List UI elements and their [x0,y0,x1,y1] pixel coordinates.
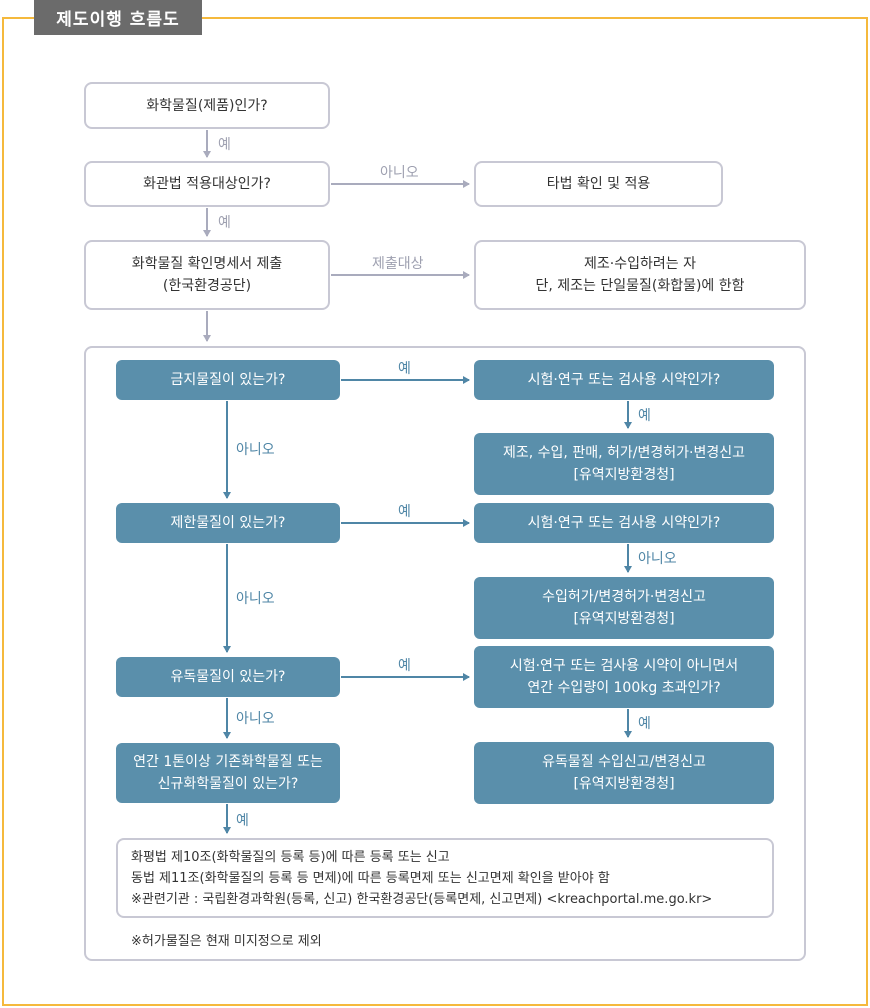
banned-result-box: 제조, 수입, 판매, 허가/변경허가·변경신고 [유역지방환경청] [474,433,774,495]
chemical-question-text: 화학물질(제품)인가? [146,97,268,114]
toxic-result-line1: 유독물질 수입신고/변경신고 [542,754,706,770]
annual-question-box: 연간 1톤이상 기존화학물질 또는 신규화학물질이 있는가? [116,743,340,803]
q2-yes-label: 예 [218,215,231,231]
banned-no-label: 아니오 [236,442,275,458]
annual-question-line2: 신규화학물질이 있는가? [157,776,299,792]
restricted-result-box: 수입허가/변경허가·변경신고 [유역지방환경청] [474,577,774,639]
annual-yes-label: 예 [236,813,249,829]
final-note-box: 화평법 제10조(화학물질의 등록 등)에 따른 등록 또는 신고 동법 제11… [116,838,774,918]
other-law-text: 타법 확인 및 적용 [546,176,651,192]
restricted-check-no-label: 아니오 [638,551,677,567]
restricted-result-line1: 수입허가/변경허가·변경신고 [542,589,706,605]
toxic-check-box: 시험·연구 또는 검사용 시약이 아니면서 연간 수입량이 100kg 초과인가… [474,646,774,708]
banned-yes-label: 예 [398,361,411,377]
toxic-result-box: 유독물질 수입신고/변경신고 [유역지방환경청] [474,742,774,804]
toxic-question-text: 유독물질이 있는가? [170,669,286,685]
toxic-no-label: 아니오 [236,711,275,727]
restricted-no-label: 아니오 [236,591,275,607]
q1-yes-label: 예 [218,137,231,153]
diagram-frame [2,17,868,1006]
banned-question-box: 금지물질이 있는가? [116,360,340,400]
confirmation-submit-line1: 화학물질 확인명세서 제출 [131,256,283,272]
other-law-box: 타법 확인 및 적용 [474,161,723,207]
confirmation-submit-box: 화학물질 확인명세서 제출 (한국환경공단) [84,240,330,310]
banned-check-box: 시험·연구 또는 검사용 시약인가? [474,360,774,400]
banned-result-line2: [유역지방환경청] [573,467,675,483]
footnote: ※허가물질은 현재 미지정으로 제외 [131,934,322,949]
final-note-line3: ※관련기관 : 국립환경과학원(등록, 신고) 한국환경공단(등록면제, 신고면… [131,891,713,907]
banned-question-text: 금지물질이 있는가? [170,372,286,388]
confirmation-submit-line2: (한국환경공단) [162,278,252,294]
final-note-line1: 화평법 제10조(화학물질의 등록 등)에 따른 등록 또는 신고 [131,849,450,865]
toxic-check-yes-label: 예 [638,716,651,732]
restricted-check-text: 시험·연구 또는 검사용 시약인가? [527,515,721,531]
restricted-result-line2: [유역지방환경청] [573,611,675,627]
banned-result-line1: 제조, 수입, 판매, 허가/변경허가·변경신고 [503,445,745,461]
diagram-title: 제도이행 흐름도 [34,0,202,35]
toxic-yes-label: 예 [398,658,411,674]
toxic-result-line2: [유역지방환경청] [573,776,675,792]
toxic-check-line2: 연간 수입량이 100kg 초과인가? [527,680,721,696]
submit-target-line1: 제조·수입하려는 자 [584,256,696,272]
submit-target-line2: 단, 제조는 단일물질(화합물)에 한함 [535,278,745,294]
restricted-question-box: 제한물질이 있는가? [116,503,340,543]
toxic-question-box: 유독물질이 있는가? [116,657,340,697]
annual-question-line1: 연간 1톤이상 기존화학물질 또는 [133,754,323,770]
final-note-line2: 동법 제11조(화학물질의 등록 등 면제)에 따른 등록면제 또는 신고면제 … [131,870,610,886]
chemical-question-box: 화학물질(제품)인가? [84,82,330,129]
banned-check-text: 시험·연구 또는 검사용 시약인가? [527,372,721,388]
chemical-act-question-text: 화관법 적용대상인가? [143,176,271,192]
restricted-yes-label: 예 [398,504,411,520]
q2-no-label: 아니오 [380,165,419,181]
banned-check-yes-label: 예 [638,408,651,424]
restricted-question-text: 제한물질이 있는가? [170,515,286,531]
restricted-check-box: 시험·연구 또는 검사용 시약인가? [474,503,774,543]
submit-target-label: 제출대상 [372,256,424,272]
toxic-check-line1: 시험·연구 또는 검사용 시약이 아니면서 [509,658,739,674]
submit-target-box: 제조·수입하려는 자 단, 제조는 단일물질(화합물)에 한함 [474,240,806,310]
chemical-act-question-box: 화관법 적용대상인가? [84,161,330,207]
